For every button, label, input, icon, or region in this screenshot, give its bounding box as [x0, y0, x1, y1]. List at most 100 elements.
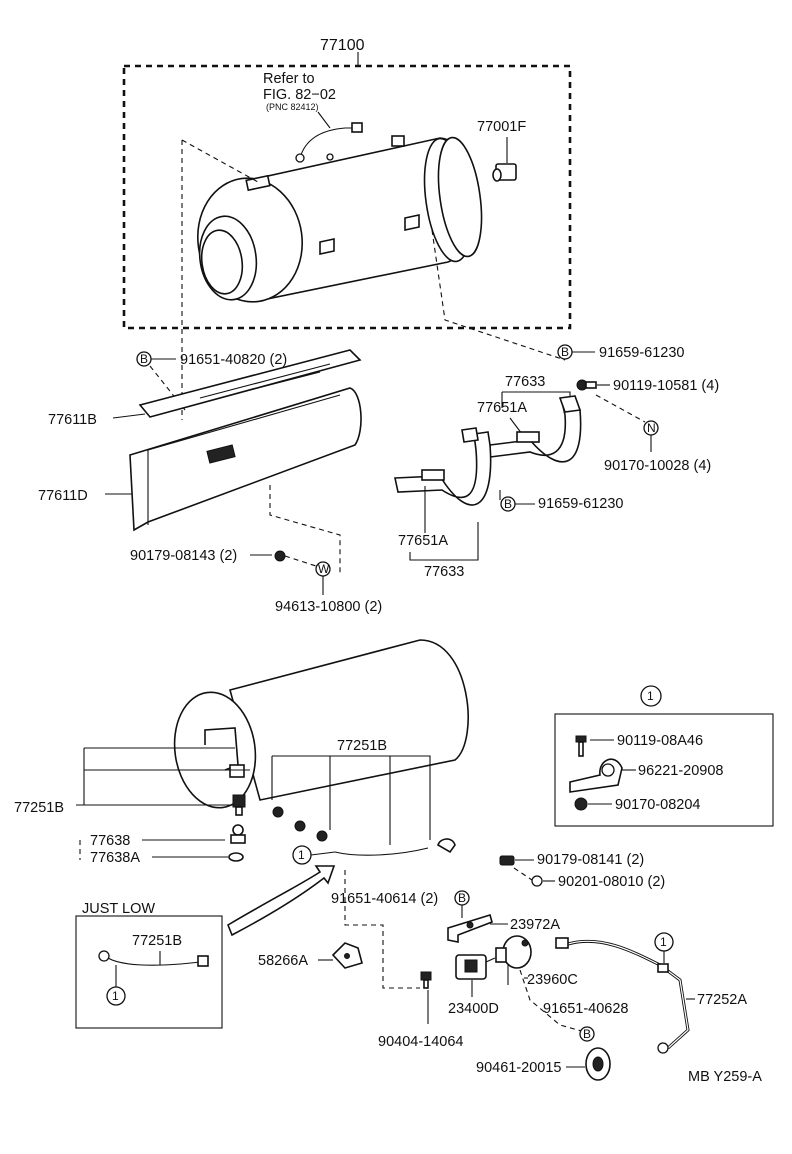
- label-77001F: 77001F: [477, 119, 526, 135]
- label-91651-40820: 91651-40820 (2): [180, 352, 287, 368]
- marker-W-text: W: [318, 562, 330, 576]
- label-77252A: 77252A: [697, 992, 747, 1008]
- guide-shield-bolt: [269, 485, 341, 575]
- vsv-23400D: [455, 954, 496, 980]
- footer-code: MB Y259-A: [688, 1069, 762, 1085]
- leader-77251B-left: [76, 747, 250, 806]
- label-77633-bot: 77633: [424, 564, 464, 580]
- label-77651A-bot: 77651A: [398, 533, 448, 549]
- grommet-90461-20015: [585, 1047, 611, 1081]
- clip-90179-08141: [499, 855, 515, 866]
- guide-91651-40628: [519, 969, 586, 1033]
- wire-77251B: [334, 847, 429, 856]
- bracket-77633-rear: [489, 395, 582, 463]
- label-77611B: 77611B: [48, 412, 97, 428]
- leader-77633-bot: [409, 522, 479, 561]
- nut-90179-08143: [274, 550, 286, 562]
- marker-1-inset: [106, 986, 126, 1006]
- marker-1-inset-text: 1: [112, 989, 119, 1003]
- arrow-to-inset: [227, 865, 336, 937]
- heat-shield-lower-77611D: [129, 387, 362, 532]
- bolt-90404-14064: [420, 971, 432, 989]
- label-91651-40628: 91651-40628: [543, 1001, 628, 1017]
- leader-77611B: [112, 413, 146, 419]
- grommet-77638: [230, 824, 246, 844]
- marker-1-detail: [640, 685, 662, 707]
- marker-B-1-text: B: [140, 352, 148, 366]
- label-90179-08143: 90179-08143 (2): [130, 548, 237, 564]
- label-90461-20015: 90461-20015: [476, 1060, 561, 1076]
- label-23400D: 23400D: [448, 1001, 499, 1017]
- leader-77251B-top: [271, 755, 431, 845]
- silencer-lower: [173, 639, 469, 809]
- wire-77251B-just-low: [98, 950, 209, 967]
- label-77638: 77638: [90, 833, 130, 849]
- label-91659-61230-bot: 91659-61230: [538, 496, 623, 512]
- label-90179-08141: 90179-08141 (2): [537, 852, 644, 868]
- label-23960C: 23960C: [527, 972, 578, 988]
- label-58266A: 58266A: [258, 953, 308, 969]
- clip-set: [272, 806, 456, 854]
- label-90404-14064: 90404-14064: [378, 1034, 463, 1050]
- label-77611D: 77611D: [38, 488, 88, 504]
- marker-B-2-text: B: [561, 345, 569, 359]
- plug-77001F: [492, 163, 517, 182]
- guide-left-top: [181, 139, 259, 183]
- label-77100: 77100: [320, 37, 365, 54]
- washer-90201: [531, 875, 543, 887]
- o2-sensor: [232, 794, 246, 816]
- detail-bolt: [575, 735, 587, 757]
- gasket-77638A: [228, 852, 244, 862]
- marker-B-3-text: B: [504, 497, 512, 511]
- label-90119-10581: 90119-10581 (4): [613, 378, 719, 394]
- label-fig-ref: FIG. 82−02: [263, 87, 336, 103]
- leader-marker-1: [310, 851, 336, 856]
- assembly-77100-box: [122, 64, 572, 330]
- label-just-low: JUST LOW: [82, 901, 155, 917]
- label-91651-40614: 91651-40614 (2): [331, 891, 438, 907]
- silencer-77100: [196, 135, 483, 303]
- just-low-box: [75, 915, 223, 1029]
- guide-58266: [344, 870, 420, 989]
- bracket-77633-front: [394, 427, 492, 506]
- detail-clamp: [569, 758, 623, 793]
- guide-N: [595, 394, 646, 423]
- bracket-58266A: [331, 942, 363, 969]
- wire-harness-sub: [295, 111, 363, 163]
- label-77638A: 77638A: [90, 850, 140, 866]
- label-90170-10028: 90170-10028 (4): [604, 458, 711, 474]
- label-90201-08010: 90201-08010 (2): [558, 874, 665, 890]
- marker-N-text: N: [647, 421, 656, 435]
- marker-1-detail-text: 1: [647, 689, 654, 703]
- marker-B-5-text: B: [583, 1027, 591, 1041]
- marker-B-4-text: B: [458, 891, 466, 905]
- label-refer-to: Refer to: [263, 71, 315, 87]
- bracket-23972A: [447, 913, 493, 943]
- label-23972A: 23972A: [510, 917, 560, 933]
- label-90170-08204: 90170-08204: [615, 797, 700, 813]
- detail-1-box: [554, 713, 774, 827]
- marker-B-5: [579, 1026, 595, 1042]
- detail-nut: [574, 797, 588, 811]
- label-94613-10800: 94613-10800 (2): [275, 599, 382, 615]
- label-77251B-inset: 77251B: [132, 933, 182, 949]
- marker-1-hose-text: 1: [660, 935, 667, 949]
- bolt-90119-10581: [576, 379, 597, 391]
- label-77251B-left: 77251B: [14, 800, 64, 816]
- sensor-23960C: [495, 935, 532, 969]
- label-77633-top: 77633: [505, 374, 545, 390]
- guide-right: [431, 229, 566, 361]
- marker-1-main-text: 1: [298, 848, 305, 862]
- guide-w: [284, 555, 317, 567]
- label-90119-08A46: 90119-08A46: [617, 733, 703, 749]
- label-77651A-top: 77651A: [477, 400, 527, 416]
- guide-90201: [513, 867, 533, 881]
- heat-shield-upper-77611B: [138, 349, 362, 418]
- label-pnc-ref: (PNC 82412): [266, 102, 319, 112]
- label-77251B-top: 77251B: [337, 738, 387, 754]
- hose-77252A: [555, 937, 690, 1054]
- label-91659-61230-top: 91659-61230: [599, 345, 684, 361]
- label-96221-20908: 96221-20908: [638, 763, 723, 779]
